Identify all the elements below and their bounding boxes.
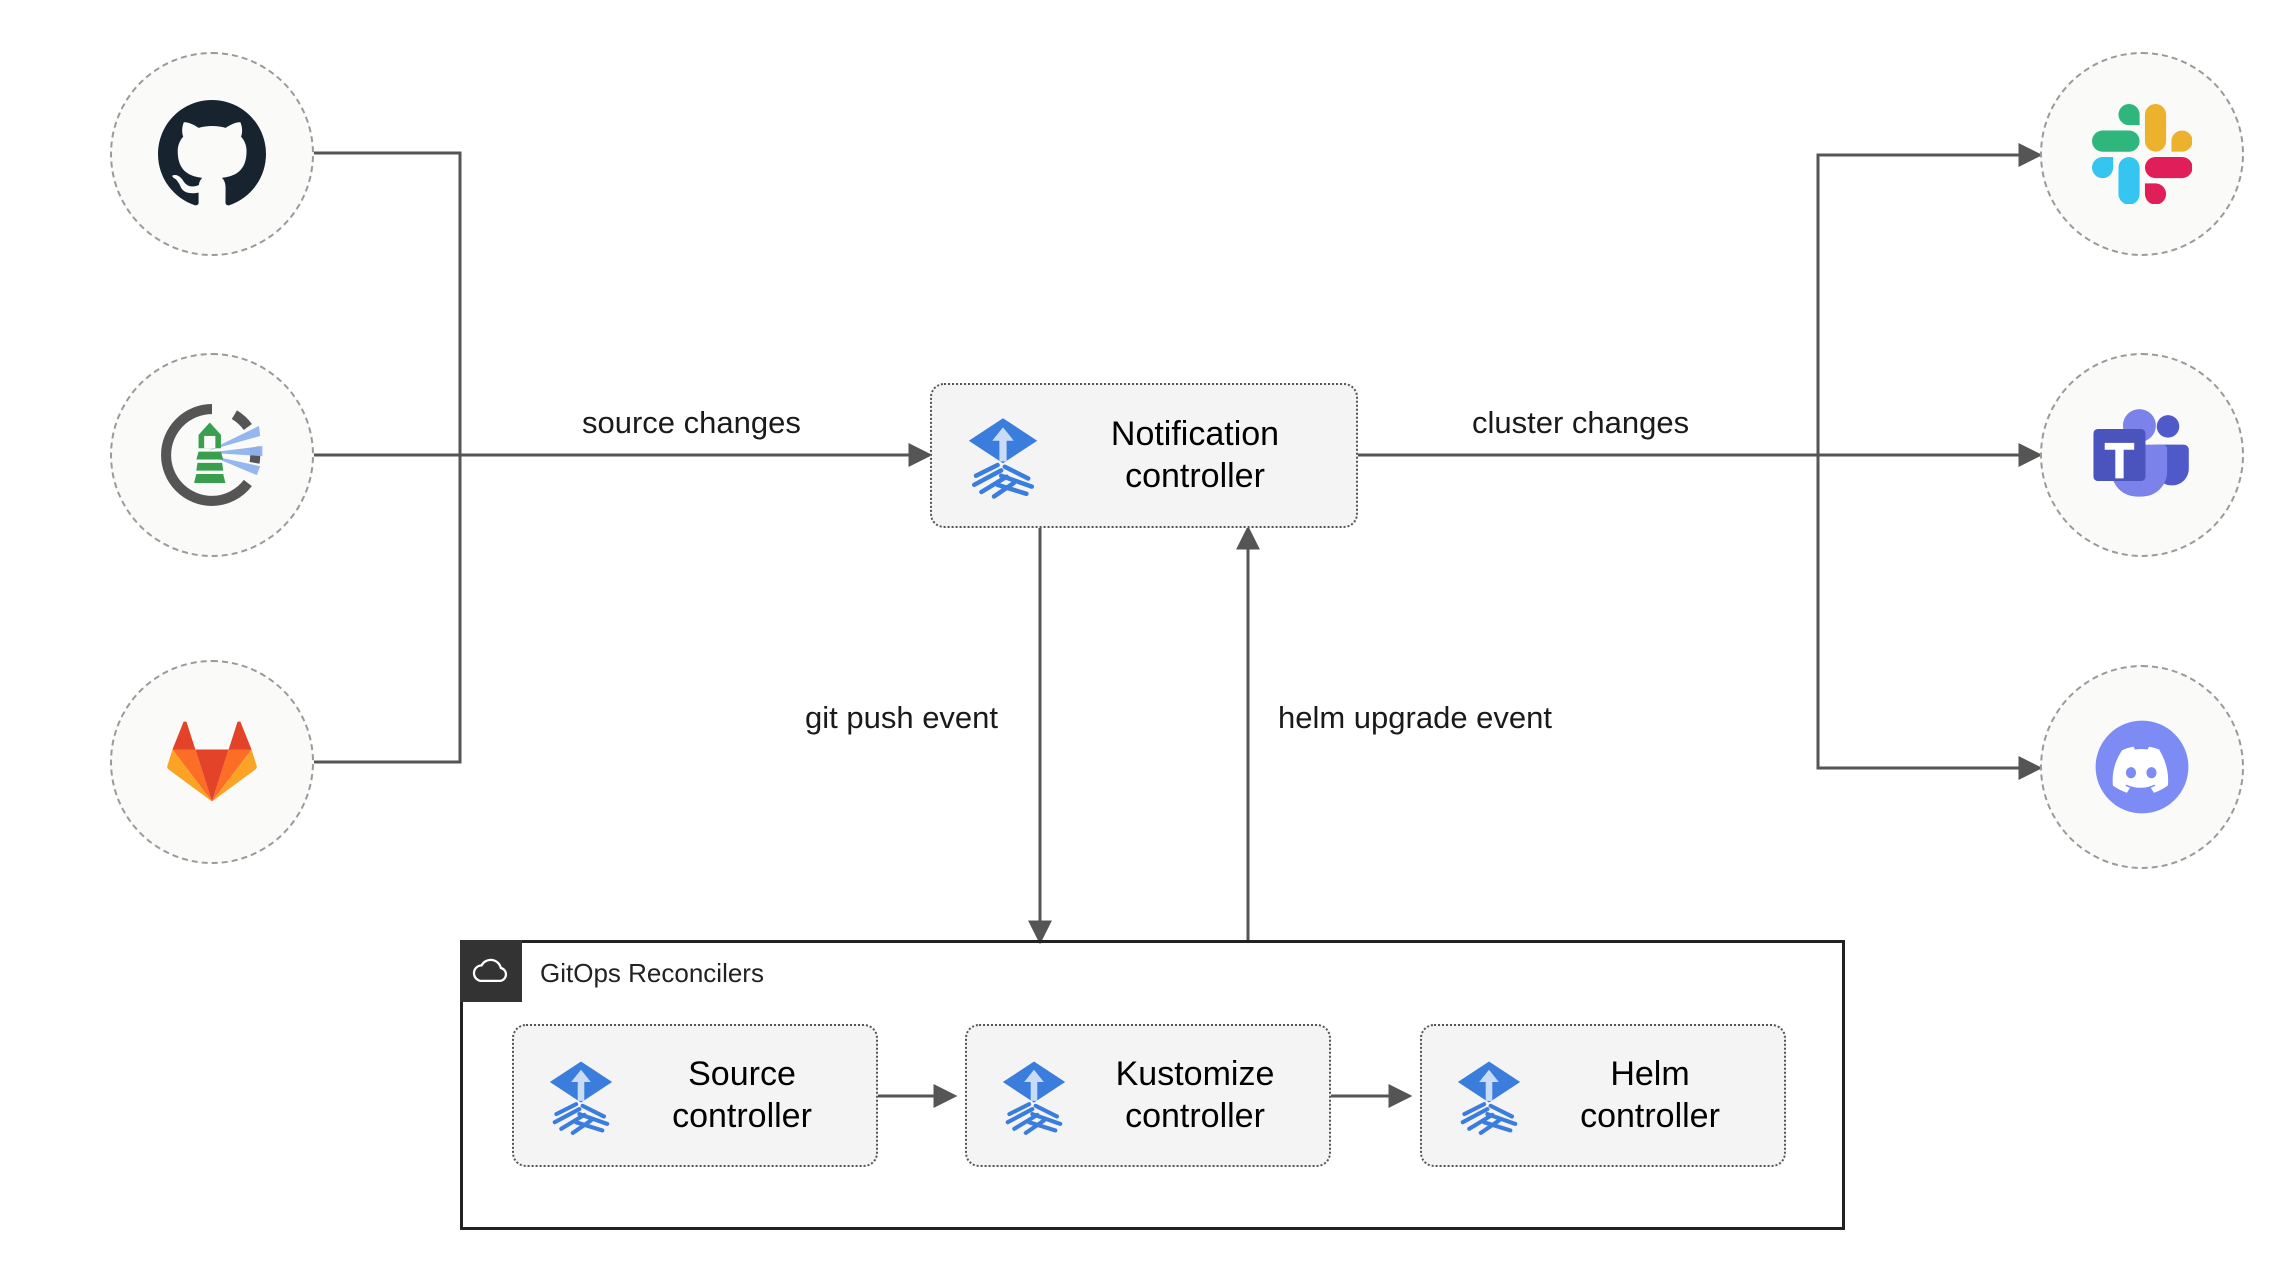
cloud-icon	[472, 958, 510, 984]
notification-controller-label: Notification controller	[1110, 415, 1280, 495]
source-controller-box[interactable]: Source controller	[512, 1024, 878, 1167]
slack-icon	[2092, 104, 2193, 205]
edge-label-git-push-event: git push event	[795, 700, 1009, 736]
flux-logo-icon	[993, 1055, 1075, 1137]
gitops-reconcilers-group	[460, 940, 1845, 1230]
source-controller-label: Source controller	[672, 1055, 812, 1135]
notification-controller-box[interactable]: Notification controller	[930, 383, 1358, 528]
edge-gitlab-to-trunk	[312, 455, 462, 764]
target-node-discord[interactable]	[2040, 665, 2244, 869]
helm-controller-box[interactable]: Helm controller	[1420, 1024, 1786, 1167]
flux-logo-icon	[1448, 1055, 1530, 1137]
gitlab-icon	[160, 710, 264, 814]
edge-github-to-trunk	[312, 151, 462, 455]
helm-controller-label: Helm controller	[1580, 1055, 1720, 1135]
gitops-group-tab	[460, 940, 522, 1002]
target-node-teams[interactable]	[2040, 353, 2244, 557]
flux-logo-icon	[540, 1055, 622, 1137]
flux-lighthouse-icon	[156, 399, 268, 511]
source-node-gitlab[interactable]	[110, 660, 314, 864]
gitops-group-title: GitOps Reconcilers	[540, 958, 764, 988]
kustomize-controller-box[interactable]: Kustomize controller	[965, 1024, 1331, 1167]
edge-label-cluster-changes: cluster changes	[1462, 405, 1700, 441]
edge-label-source-changes: source changes	[572, 405, 811, 441]
source-node-github[interactable]	[110, 52, 314, 256]
microsoft-teams-icon	[2090, 405, 2194, 505]
flux-logo-icon	[958, 411, 1048, 501]
edge-trunk-to-discord	[1816, 455, 2043, 780]
source-node-flux[interactable]	[110, 353, 314, 557]
github-icon	[158, 100, 266, 208]
edge-trunk-to-slack	[1816, 143, 2043, 455]
discord-icon	[2084, 709, 2200, 825]
kustomize-controller-label: Kustomize controller	[1115, 1055, 1275, 1135]
edge-label-helm-upgrade-event: helm upgrade event	[1268, 700, 1563, 736]
target-node-slack[interactable]	[2040, 52, 2244, 256]
